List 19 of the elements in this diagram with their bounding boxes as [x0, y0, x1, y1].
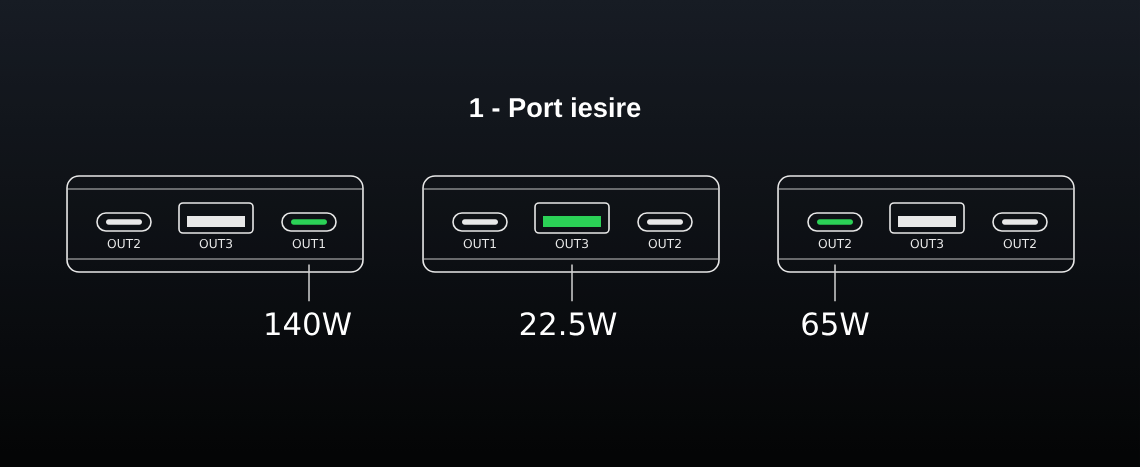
- title: 1 - Port iesire: [470, 97, 641, 118]
- leader-line: [308, 263, 310, 303]
- power-bank-panel: [422, 175, 720, 273]
- port-label: OUT2: [818, 238, 851, 249]
- port-label: OUT1: [463, 238, 496, 249]
- port-label: OUT3: [555, 238, 589, 249]
- wattage-label: 140W: [266, 312, 351, 336]
- wattage-label: 65W: [802, 312, 869, 336]
- leader-line: [834, 263, 836, 303]
- port-label: OUT2: [648, 238, 681, 249]
- power-bank-panel: [777, 175, 1075, 273]
- power-bank-panel: [66, 175, 364, 273]
- port-label: OUT3: [910, 238, 944, 249]
- wattage-label: 22.5W: [520, 312, 617, 336]
- port-label: OUT2: [1003, 238, 1036, 249]
- port-label: OUT2: [107, 238, 140, 249]
- port-label: OUT1: [292, 238, 325, 249]
- port-label: OUT3: [199, 238, 232, 249]
- leader-line: [571, 263, 573, 303]
